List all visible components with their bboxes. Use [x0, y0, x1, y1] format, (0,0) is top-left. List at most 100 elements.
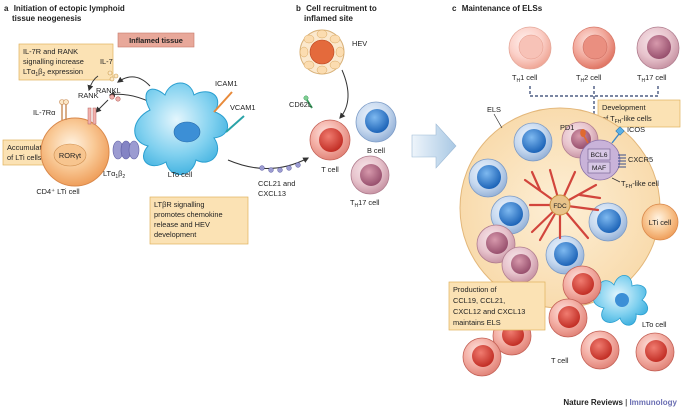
th2-sub: H [581, 78, 585, 84]
panel-c-title: c Maintenance of ELSs [452, 4, 543, 13]
t-cell-nucleus [319, 128, 343, 152]
panel-a-title: a Initiation of ectopic lymphoid [4, 4, 125, 13]
t-cell-c-label: T cell [551, 356, 569, 365]
lto-cell-c-nucleus [615, 293, 629, 307]
production-box-line4: maintains ELS [453, 318, 501, 327]
tfh-pointer [611, 177, 621, 183]
arrow-lto-to-il7 [117, 76, 151, 87]
tfh-tail: -like cell [632, 179, 659, 188]
il7r-box-sub2: 2 [42, 72, 45, 78]
production-box-line3: CXCL12 and CXCL13 [453, 307, 525, 316]
b-cell-nucleus [365, 109, 389, 133]
ror-label: RORγt [59, 151, 81, 160]
production-box-line1: Production of [453, 285, 497, 294]
ltb-sub: 2 [122, 174, 125, 180]
ltbr-box-line1: LTβR signalling [154, 200, 205, 209]
lta1b2-complex [112, 140, 140, 160]
th17-cell-b-nucleus [360, 164, 382, 186]
th1-main: T [512, 73, 517, 82]
panel-b-letter: b [296, 4, 301, 13]
panel-b-title-line2: inflamed site [304, 14, 353, 23]
il7r-box-line2: signalling increase [23, 57, 84, 66]
els-label: ELS [487, 105, 501, 114]
lti-cell-c [641, 203, 679, 241]
rank-receptor [87, 107, 97, 125]
tfh-main: T [621, 179, 626, 188]
accumulation-box-line1: Accumulation [7, 143, 51, 152]
il7r-box-line1: IL-7R and RANK [23, 47, 78, 56]
cd62l-head [303, 95, 309, 101]
th17-b-main: T [350, 198, 355, 207]
th17-b-tail: 17 cell [358, 198, 380, 207]
bcl6-box [587, 148, 611, 161]
inflamed-tissue-label: Inflamed tissue [129, 36, 183, 45]
bcl6-label: BCL6 [590, 152, 607, 159]
ltbr-box-line2: promotes chemokine [154, 210, 223, 219]
hev-vessel [299, 29, 345, 75]
cxcr5-receptor [618, 154, 626, 168]
lto-nucleus [173, 121, 201, 143]
ltb-text: β [118, 169, 122, 178]
ltbr-signalling-box [149, 196, 249, 245]
ccl21-label-line2: CXCL13 [258, 189, 286, 198]
panel-c-letter: c [452, 4, 457, 13]
icam1-molecule [213, 91, 233, 113]
dev-sub: FH [615, 119, 622, 125]
il7r-box-sub1: 1 [35, 72, 38, 78]
lti-cell-c-label: LTi cell [649, 218, 672, 227]
cxcr5-label: CXCR5 [628, 155, 653, 164]
rankl-label: RANKL [96, 86, 121, 95]
pd1-label: PD1 [560, 123, 574, 132]
b-cell-label: B cell [367, 146, 385, 155]
ccl21-label-line1: CCL21 and [258, 179, 295, 188]
il7r-box-tail: expression [45, 67, 83, 76]
maf-box [587, 161, 611, 174]
dev-tail: -like cells [621, 114, 652, 123]
th2-tail: 2 cell [584, 73, 602, 82]
panel-a: a Initiation of ectopic lymphoid tissue … [2, 4, 310, 245]
maf-label: MAF [592, 165, 606, 172]
fdc-body [549, 194, 571, 216]
th17-c-main: T [637, 73, 642, 82]
th17-cell-c-nucleus [647, 35, 671, 59]
arrow-hev-to-tcell [339, 69, 349, 119]
arrow-il7-to-lti [87, 75, 99, 92]
il7ra-receptor [59, 99, 69, 120]
th1-sub: H [517, 78, 521, 84]
il7r-box-line3: LTα1β2 expression [23, 67, 83, 78]
panel-c-title-text: Maintenance of ELSs [462, 4, 543, 13]
els-pointer [493, 113, 503, 129]
panel-b-title-line1: Cell recruitment to [306, 4, 377, 13]
icos-molecule [615, 126, 625, 136]
dev-main: of T [602, 114, 615, 123]
il7-label: IL-7 [100, 57, 113, 66]
icos-stalk [611, 133, 620, 144]
th2-main: T [576, 73, 581, 82]
panel-b-title: b Cell recruitment to [296, 4, 377, 13]
panel-a-title-line2: tissue neogenesis [12, 14, 82, 23]
tfh-sub: FH [626, 184, 633, 190]
arrow-rankl-to-lti [95, 99, 109, 113]
pd1-stalk [583, 135, 589, 144]
rankl-molecules [109, 94, 121, 102]
panel-b: b Cell recruitment to inflamed site HEV … [289, 4, 397, 209]
panel-a-title-line1: Initiation of ectopic lymphoid [14, 4, 125, 13]
panel-c: c Maintenance of ELSs TH1 cell TH2 cell … [448, 4, 681, 377]
els-th17-cells [476, 121, 599, 284]
t-cell-label: T cell [321, 165, 339, 174]
th1-tail: 1 cell [520, 73, 538, 82]
lti-nucleus [53, 143, 87, 167]
il7r-box-lta: LTα [23, 67, 36, 76]
th17-c-sub: H [642, 78, 646, 84]
transition-arrow [411, 123, 457, 169]
vcam1-label: VCAM1 [230, 103, 255, 112]
lto-cell-c-label: LTo cell [642, 320, 667, 329]
ltbr-box-line4: development [154, 230, 196, 239]
els-b-cells [468, 122, 628, 275]
development-box-line2: of TFH-like cells [602, 114, 652, 125]
il7ra-label: IL-7Rα [33, 108, 56, 117]
vcam1-molecule [225, 115, 245, 133]
th2-cell-nucleus [582, 34, 608, 60]
il7r-signalling-box [18, 43, 114, 81]
footer-journal: Nature Reviews [563, 398, 623, 407]
